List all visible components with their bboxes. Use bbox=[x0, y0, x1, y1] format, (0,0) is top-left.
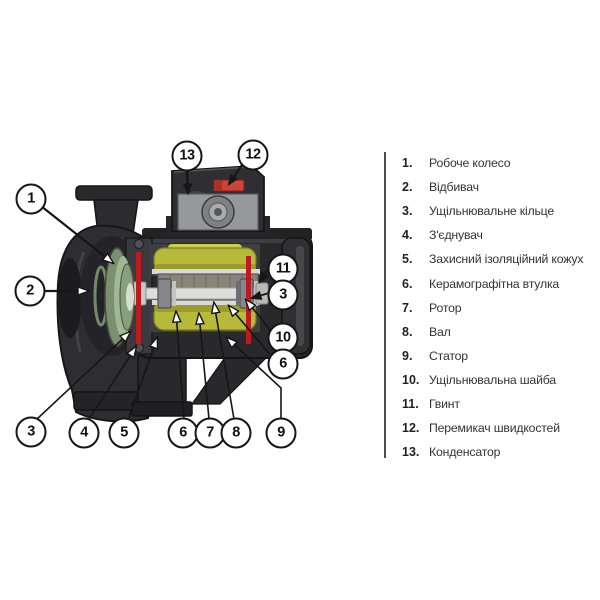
callout-balloon-4: 4 bbox=[68, 417, 100, 449]
callout-balloon-13: 13 bbox=[171, 140, 203, 172]
legend-item: 12. Перемикач швидкостей bbox=[402, 416, 597, 440]
impeller bbox=[93, 247, 135, 347]
legend-item-number: 8. bbox=[402, 324, 413, 339]
callout-balloon-6-right: 6 bbox=[267, 348, 299, 380]
legend-item: 9. Статор bbox=[402, 344, 597, 368]
legend-item-label: Вал bbox=[429, 324, 451, 339]
bottom-port bbox=[131, 355, 270, 417]
terminal-box bbox=[166, 165, 270, 236]
callout-leaders bbox=[36, 161, 282, 421]
legend-item-label: Захисний ізоляційний кожух bbox=[429, 252, 584, 267]
callout-balloon-1: 1 bbox=[15, 183, 47, 215]
speed-switch bbox=[213, 179, 245, 192]
legend-item-number: 12. bbox=[402, 421, 420, 436]
legend-item-number: 2. bbox=[402, 180, 413, 195]
legend-item-number: 11. bbox=[402, 396, 419, 411]
legend-divider bbox=[384, 152, 386, 458]
legend-item-label: З'єднувач bbox=[429, 228, 483, 243]
legend-item-number: 4. bbox=[402, 228, 413, 243]
legend-item: 1. Робоче колесо bbox=[402, 151, 597, 175]
callout-balloon-7: 7 bbox=[194, 417, 226, 449]
legend-item-label: Гвинт bbox=[429, 396, 460, 411]
legend-item: 3. Ущільнювальне кільце bbox=[402, 199, 597, 223]
legend-item-number: 6. bbox=[402, 276, 413, 291]
callout-balloon-9: 9 bbox=[265, 417, 297, 449]
legend-item-label: Ротор bbox=[429, 300, 462, 315]
callout-balloon-11: 11 bbox=[267, 253, 299, 285]
legend-item: 13. Конденсатор bbox=[402, 440, 597, 464]
legend-item-number: 1. bbox=[402, 156, 413, 171]
legend-item: 11. Гвинт bbox=[402, 392, 597, 416]
legend-item-number: 3. bbox=[402, 204, 413, 219]
callout-balloon-2: 2 bbox=[14, 275, 46, 307]
legend-item-label: Статор bbox=[429, 348, 468, 363]
legend-item-number: 10. bbox=[402, 372, 420, 387]
callout-balloon-3-left: 3 bbox=[15, 416, 47, 448]
legend-item-label: Відбивач bbox=[429, 180, 479, 195]
legend-item: 6. Керамографітна втулка bbox=[402, 271, 597, 295]
legend-item: 10. Ущільнювальна шайба bbox=[402, 368, 597, 392]
legend-item-number: 13. bbox=[402, 445, 420, 460]
legend-item-label: Перемикач швидкостей bbox=[429, 421, 560, 436]
callout-balloon-8: 8 bbox=[220, 417, 252, 449]
legend-item: 4. З'єднувач bbox=[402, 223, 597, 247]
callout-balloon-5: 5 bbox=[108, 417, 140, 449]
legend-item: 2. Відбивач bbox=[402, 175, 597, 199]
parts-legend: 1. Робоче колесо 2. Відбивач 3. Ущільнюваль… bbox=[402, 151, 597, 464]
callout-balloon-3-right: 3 bbox=[267, 279, 299, 311]
legend-item-label: Ущільнювальне кільце bbox=[429, 204, 555, 219]
legend-item-label: Керамографітна втулка bbox=[429, 276, 560, 291]
legend-item: 7. Ротор bbox=[402, 296, 597, 320]
legend-item: 8. Вал bbox=[402, 320, 597, 344]
legend-item-label: Конденсатор bbox=[429, 445, 501, 460]
legend-item: 5. Захисний ізоляційний кожух bbox=[402, 247, 597, 271]
legend-item-number: 9. bbox=[402, 348, 413, 363]
legend-item-number: 5. bbox=[402, 252, 413, 267]
legend-item-number: 7. bbox=[402, 300, 413, 315]
legend-item-label: Ущільнювальна шайба bbox=[429, 372, 556, 387]
callout-balloon-12: 12 bbox=[237, 139, 269, 171]
legend-item-label: Робоче колесо bbox=[429, 156, 511, 171]
